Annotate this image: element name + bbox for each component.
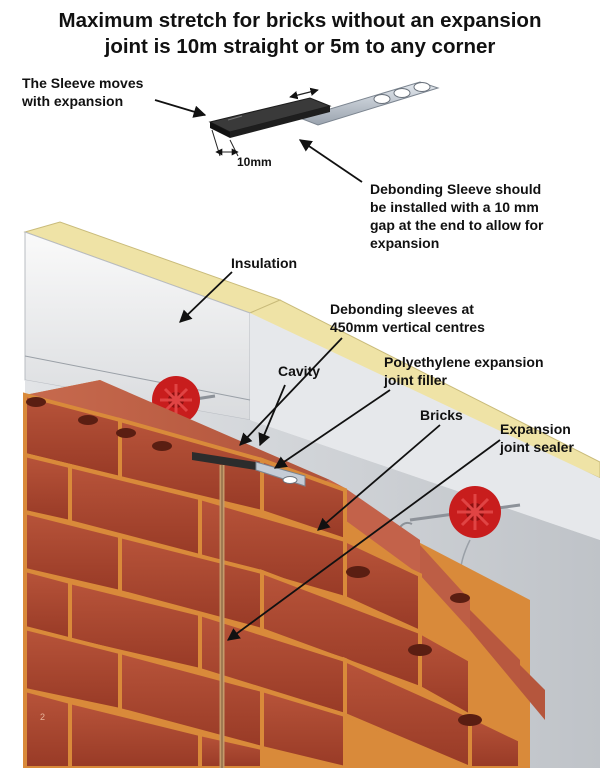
- cavity-label: Cavity: [278, 363, 321, 379]
- debonding-centres-label: Debonding sleeves at 450mm vertical cent…: [330, 300, 485, 336]
- brick-wall: [23, 380, 545, 768]
- bricks-label: Bricks: [420, 407, 463, 423]
- debonding-centres-line-2: 450mm vertical centres: [330, 319, 485, 335]
- wall-tie-icon: [397, 486, 521, 611]
- debonding-centres-line-1: Debonding sleeves at: [330, 301, 474, 317]
- debonding-gap-line-2: be installed with a 10 mm: [370, 199, 539, 215]
- sealer-label: Expansion joint sealer: [500, 420, 574, 456]
- sleeve-moves-label: The Sleeve moves with expansion: [22, 74, 143, 110]
- debonding-gap-line-4: expansion: [370, 235, 440, 251]
- insulation-board: [23, 221, 600, 540]
- filler-label: Polyethylene expansion joint filler: [384, 353, 544, 389]
- debonding-gap-line-1: Debonding Sleeve should: [370, 181, 542, 197]
- insulation-label: Insulation: [231, 255, 298, 271]
- debonding-gap-line-3: gap at the end to allow for: [370, 217, 544, 233]
- debonding-sleeve-icon: [208, 81, 440, 157]
- debonding-gap-label: Debonding Sleeve should be installed wit…: [370, 180, 543, 252]
- sealer-line-2: joint sealer: [500, 439, 574, 455]
- gap-dimension-label: 10mm: [237, 155, 272, 169]
- sleeve-moves-line-2: with expansion: [22, 93, 124, 109]
- watermark: 2: [40, 712, 46, 722]
- diagram-title: Maximum stretch for bricks without an ex…: [0, 8, 600, 60]
- filler-line-1: Polyethylene expansion: [384, 354, 544, 370]
- sleeve-moves-line-1: The Sleeve moves: [22, 75, 144, 91]
- arrow-icon: [154, 99, 501, 641]
- title-line-1: Maximum stretch for bricks without an ex…: [58, 9, 542, 32]
- title-line-2: joint is 10m straight or 5m to any corne…: [104, 35, 496, 58]
- filler-line-2: joint filler: [384, 372, 447, 388]
- sealer-line-1: Expansion: [500, 421, 571, 437]
